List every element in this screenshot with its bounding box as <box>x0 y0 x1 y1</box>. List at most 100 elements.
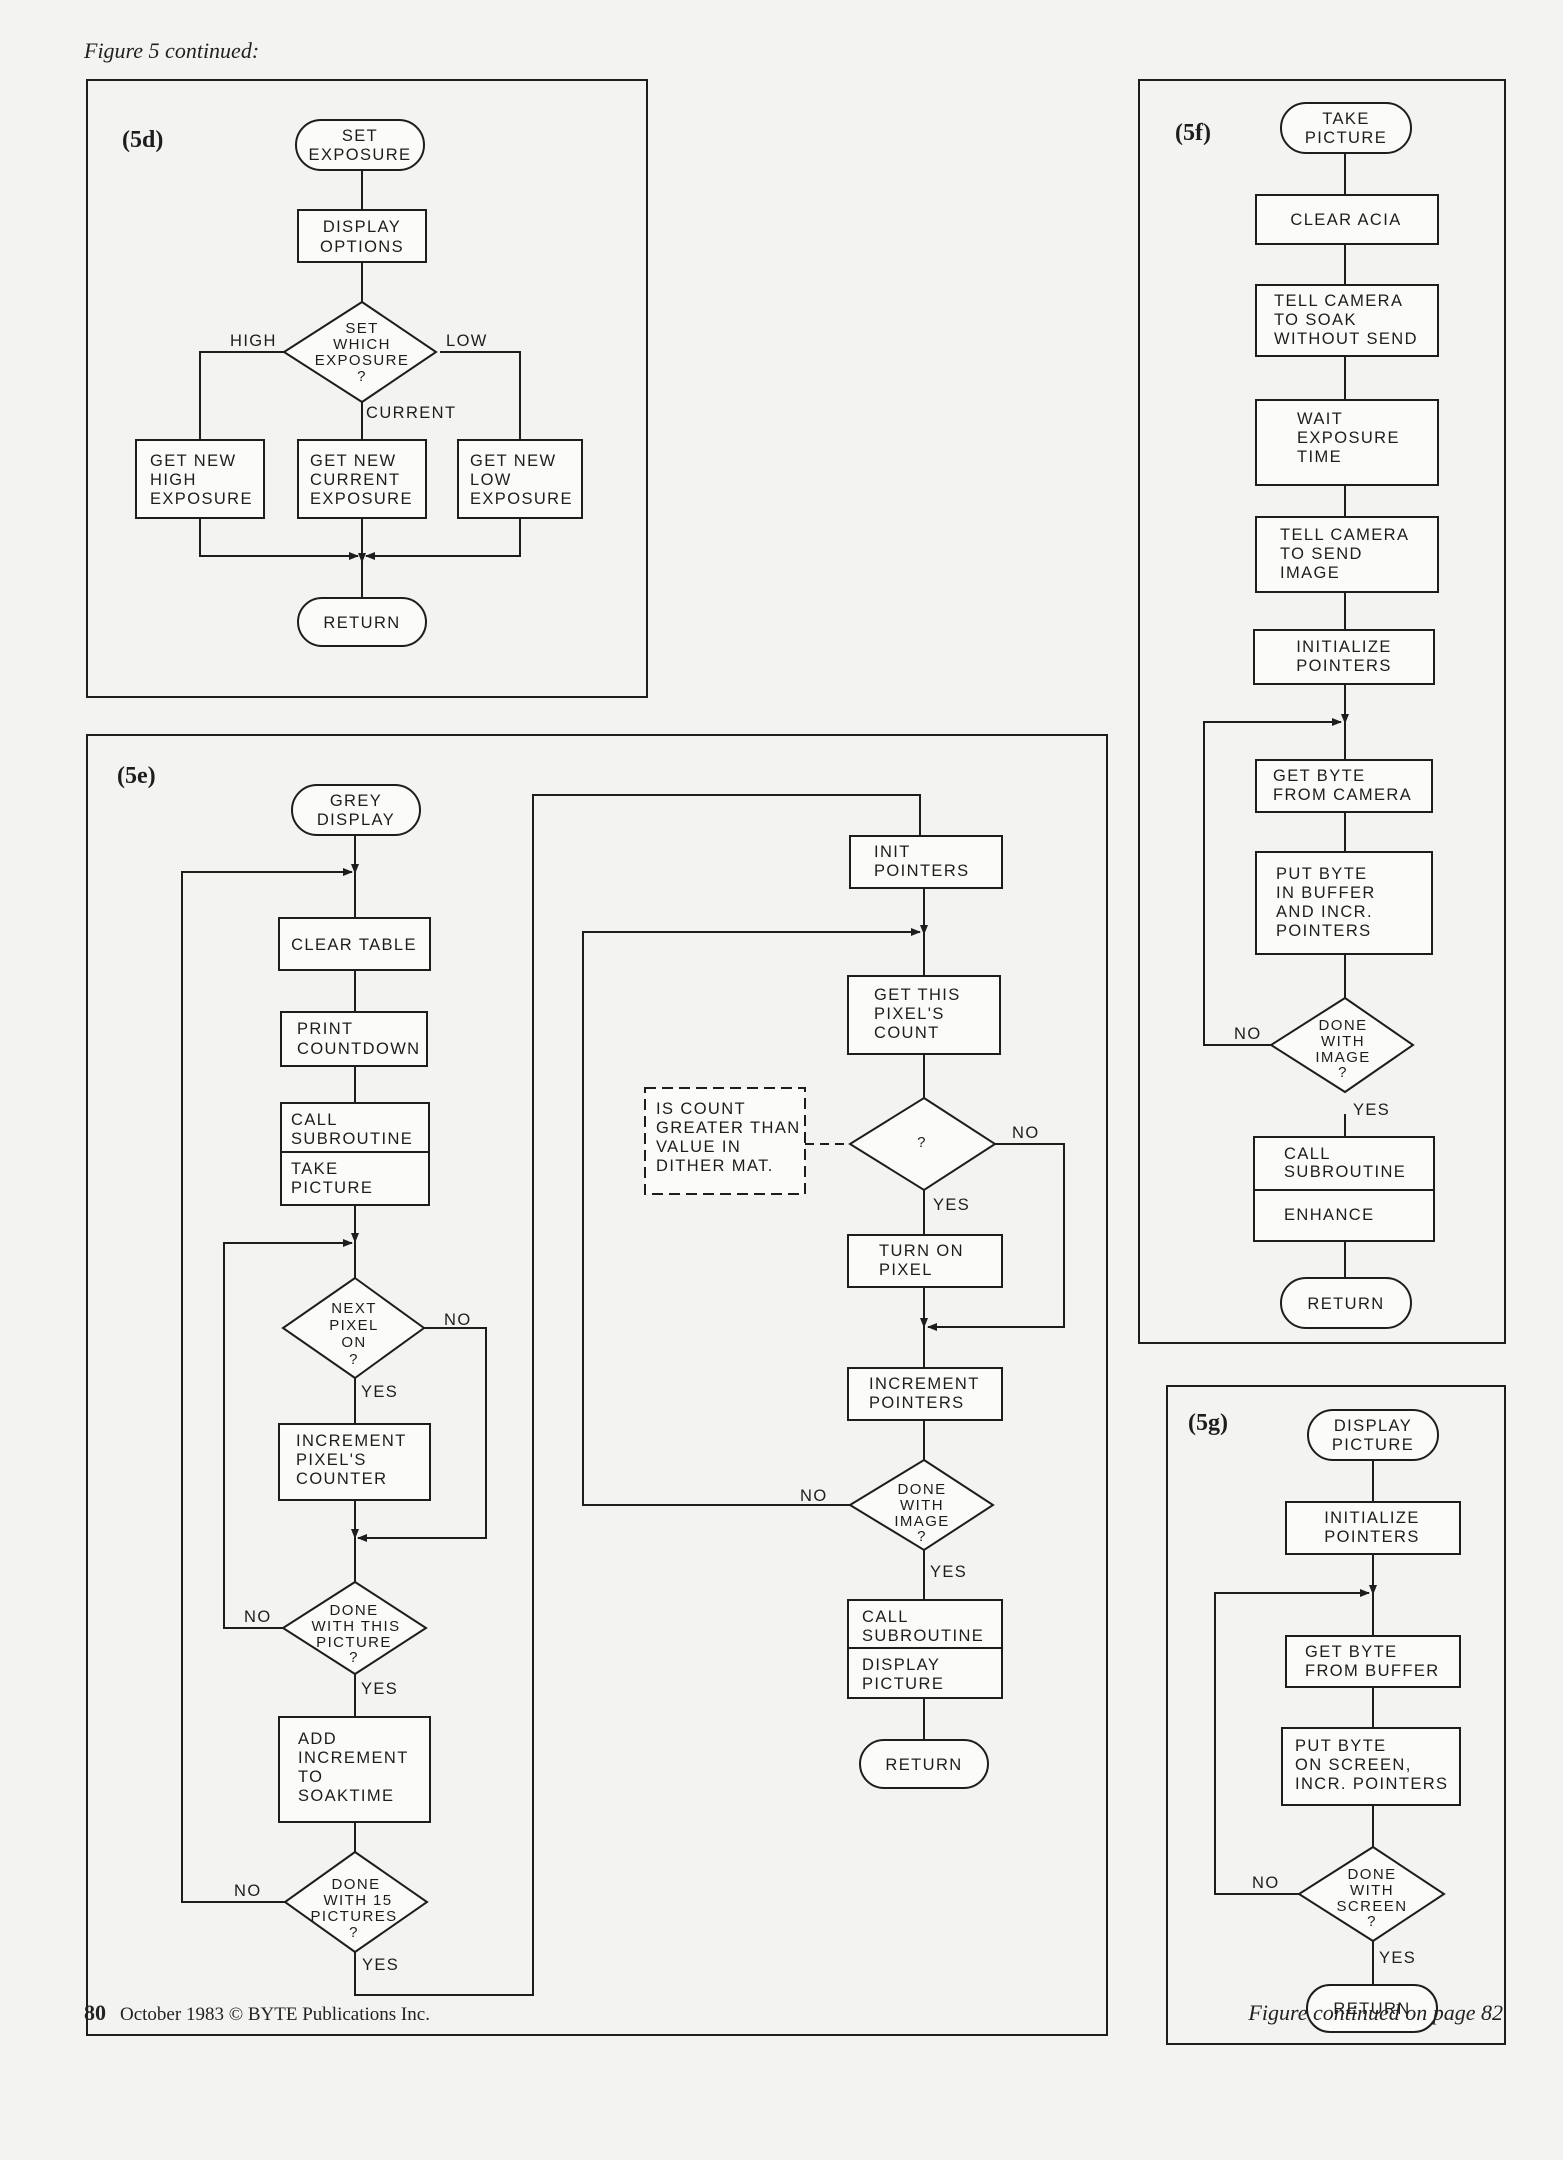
increment-pointers-box <box>847 1367 1003 1421</box>
done-screen-no-label: NO <box>1252 1874 1280 1892</box>
loop-done-image-no-5f <box>1203 718 1342 1046</box>
return-text-5e: RETURN <box>885 1756 962 1774</box>
page-footer: 80 October 1983 © BYTE Publications Inc. <box>84 2000 430 2026</box>
return-text-5f: RETURN <box>1307 1295 1384 1313</box>
put-byte-screen-box <box>1281 1727 1461 1806</box>
branch-low-label: LOW <box>446 332 488 350</box>
loop-done-15-no <box>181 868 353 1903</box>
return-terminal-5e <box>859 1739 989 1789</box>
done-image-no-label-5f: NO <box>1234 1025 1262 1043</box>
enhance-text: ENHANCE <box>1284 1206 1374 1224</box>
take-picture-terminal <box>1280 102 1412 154</box>
panel-5g-label: (5g) <box>1188 1410 1228 1436</box>
panel-5f-frame <box>1138 79 1506 1344</box>
clear-table-text: CLEAR TABLE <box>291 936 417 954</box>
clear-acia-text: CLEAR ACIA <box>1290 211 1401 229</box>
panel-5e-label: (5e) <box>117 763 156 789</box>
loop-done-image-no <box>582 928 921 1506</box>
figure-caption: Figure 5 continued: <box>84 38 260 63</box>
panel-5d-label: (5d) <box>122 127 163 153</box>
get-low-exposure-box <box>457 439 583 519</box>
which-exposure-decision <box>282 300 438 404</box>
panel-5f-label: (5f) <box>1175 120 1211 146</box>
return-terminal-5f <box>1280 1277 1412 1329</box>
clear-acia-box <box>1255 194 1439 245</box>
done-image-decision-5f <box>1269 996 1415 1094</box>
print-countdown-box <box>280 1011 428 1067</box>
compare-no-label: NO <box>1012 1124 1040 1142</box>
display-options-box <box>297 209 427 263</box>
done-15-pictures-decision <box>283 1850 429 1954</box>
compare-count-text: ? <box>917 1134 927 1151</box>
panel-5g-frame <box>1166 1385 1506 2045</box>
call-take-picture-box <box>280 1102 430 1206</box>
get-byte-buffer-box <box>1285 1635 1461 1688</box>
panel-5e-left-connectors <box>354 794 921 1996</box>
done-screen-yes-label: YES <box>1379 1949 1416 1967</box>
initialize-pointers-box-5f <box>1253 629 1435 685</box>
publication-credit: October 1983 © BYTE Publications Inc. <box>120 2004 430 2025</box>
return-text-5g: RETURN <box>1333 2000 1410 2018</box>
get-current-exposure-box <box>297 439 427 519</box>
loop-done-picture-no <box>223 1239 353 1629</box>
return-terminal-5d <box>297 597 427 647</box>
get-pixel-count-box <box>847 975 1001 1055</box>
done-picture-yes-label: YES <box>361 1680 398 1698</box>
return-text-5d: RETURN <box>323 614 400 632</box>
grey-display-terminal <box>291 784 421 836</box>
set-exposure-terminal <box>295 119 425 171</box>
add-increment-box <box>278 1716 431 1823</box>
put-byte-buffer-box <box>1255 851 1433 955</box>
page-number: 80 <box>84 2000 106 2025</box>
get-high-exposure-box <box>135 439 265 519</box>
panel-5e-frame <box>86 734 1108 2036</box>
initialize-pointers-box-5g <box>1285 1501 1461 1555</box>
next-pixel-no-label: NO <box>444 1311 472 1329</box>
init-pointers-box <box>849 835 1003 889</box>
done-15-no-label: NO <box>234 1882 262 1900</box>
increment-pixel-counter-box <box>278 1423 431 1501</box>
done-image-no-label-5e: NO <box>800 1487 828 1505</box>
bypass-compare-no <box>927 1143 1065 1331</box>
continued-note: Figure continued on page 82 <box>1248 2000 1503 2025</box>
branch-high-label: HIGH <box>230 332 277 350</box>
get-byte-camera-box <box>1255 759 1433 813</box>
send-image-box <box>1255 516 1439 593</box>
loop-done-screen-no <box>1214 1589 1370 1895</box>
